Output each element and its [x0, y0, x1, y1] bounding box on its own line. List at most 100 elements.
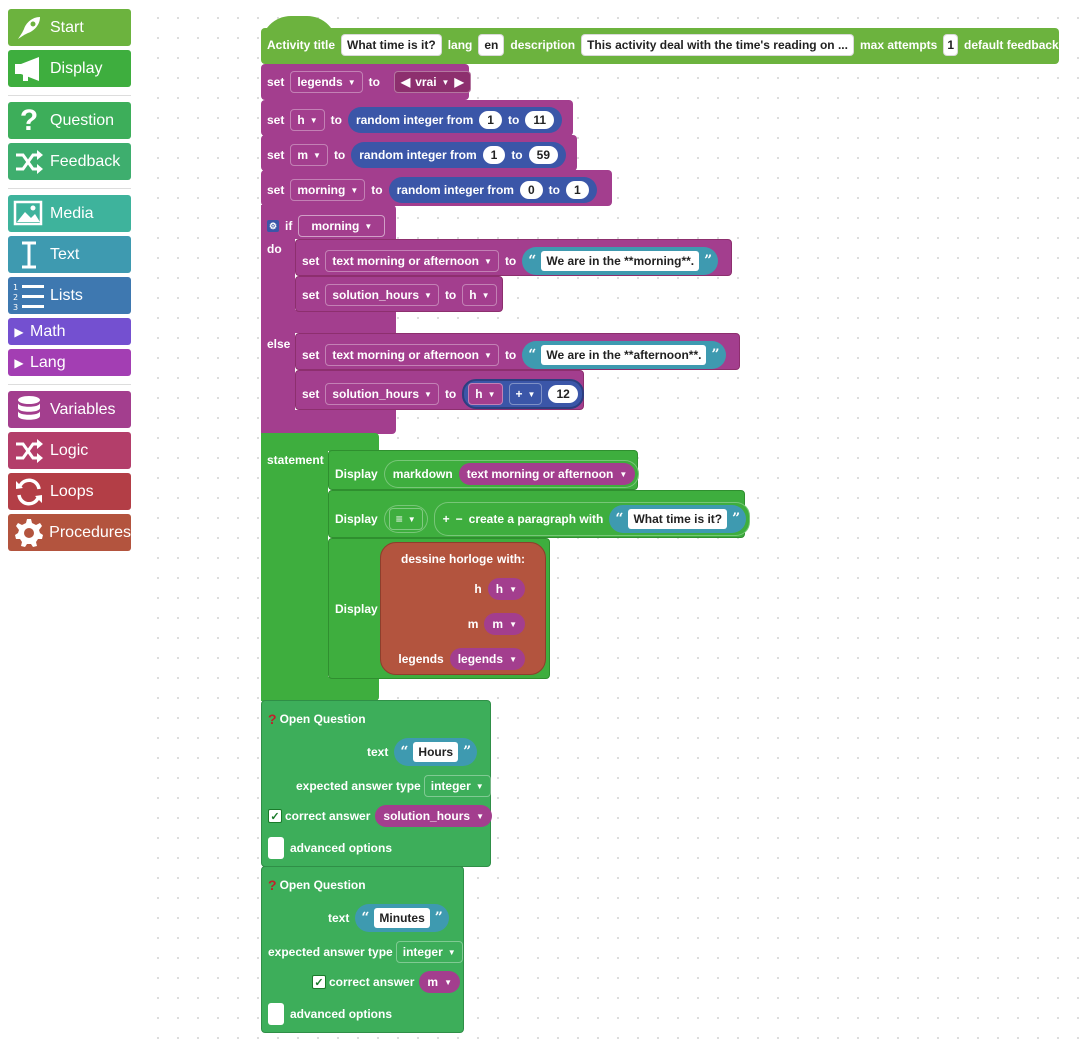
set-text-morning-block[interactable]: set text morning or afternoon▼ to “ We a…: [295, 239, 732, 276]
correct-answer-checkbox[interactable]: ✓: [312, 975, 326, 989]
string-block[interactable]: “ We are in the **afternoon**. ”: [522, 341, 726, 369]
number-field[interactable]: 11: [525, 111, 554, 129]
category-feedback[interactable]: Feedback: [8, 143, 131, 180]
align-dropdown[interactable]: ≡▼: [388, 508, 423, 530]
workspace[interactable]: Activity title What time is it? lang en …: [140, 0, 1087, 1045]
variable-dropdown[interactable]: solution_hours▼: [375, 805, 492, 827]
set-legends-block[interactable]: set legends▼ to ◀ vrai▼ ▶: [261, 64, 471, 100]
set-morning-block[interactable]: set morning▼ to random integer from 0 to…: [261, 170, 612, 206]
variable-dropdown[interactable]: text morning or afternoon▼: [325, 344, 499, 366]
category-text[interactable]: Text: [8, 236, 131, 273]
string-field[interactable]: We are in the **morning**.: [541, 251, 700, 271]
string-field[interactable]: We are in the **afternoon**.: [541, 345, 707, 365]
number-field[interactable]: 59: [528, 146, 558, 164]
variable-dropdown[interactable]: solution_hours▼: [325, 383, 439, 405]
number-field[interactable]: 1: [482, 146, 506, 164]
category-question[interactable]: ? Question: [8, 102, 131, 139]
set-text-afternoon-block[interactable]: set text morning or afternoon▼ to “ We a…: [295, 333, 740, 370]
string-field[interactable]: Minutes: [374, 908, 430, 928]
display-clock-block[interactable]: Display dessine horloge with: h h▼ m m▼ …: [328, 538, 550, 679]
answer-type-dropdown[interactable]: integer▼: [395, 941, 463, 963]
markdown-block[interactable]: markdown text morning or afternoon▼: [383, 460, 640, 488]
set-h-block[interactable]: set h▼ to random integer from 1 to 11: [261, 100, 573, 136]
random-integer-block[interactable]: random integer from 1 to 59: [351, 142, 566, 168]
string-block[interactable]: “ Hours ”: [394, 738, 478, 766]
activity-block[interactable]: Activity title What time is it? lang en …: [261, 16, 1081, 64]
variable-dropdown[interactable]: legends▼: [290, 71, 363, 93]
string-block[interactable]: “ What time is it? ”: [609, 505, 747, 533]
answer-type-dropdown[interactable]: integer▼: [423, 775, 491, 797]
number-field[interactable]: 0: [519, 181, 543, 199]
category-procedures[interactable]: Procedures: [8, 514, 131, 551]
string-block[interactable]: “ We are in the **morning**. ”: [522, 247, 719, 275]
morning-variable-dropdown[interactable]: morning▼: [298, 215, 386, 237]
set-m-block[interactable]: set m▼ to random integer from 1 to 59: [261, 135, 577, 171]
category-lang[interactable]: ▶ Lang: [8, 349, 131, 376]
max-attempts-field[interactable]: 1: [943, 34, 959, 56]
category-start[interactable]: Start: [8, 9, 131, 46]
category-loops[interactable]: Loops: [8, 473, 131, 510]
toolbox: Start Display ? Question Feedback Media …: [0, 0, 140, 1045]
default-feedback-field[interactable]: [1064, 34, 1081, 56]
triangle-right-icon: ▶: [14, 355, 24, 370]
display-keyword: Display: [335, 512, 378, 526]
advanced-options-checkbox[interactable]: [268, 1003, 284, 1025]
variable-dropdown[interactable]: h▼: [468, 383, 503, 405]
variable-dropdown[interactable]: solution_hours▼: [325, 284, 439, 306]
variable-dropdown[interactable]: text morning or afternoon▼: [325, 250, 499, 272]
variable-dropdown[interactable]: h▼: [487, 578, 525, 600]
variable-dropdown[interactable]: m▼: [290, 144, 328, 166]
vrai-dropdown[interactable]: ◀ vrai▼ ▶: [393, 71, 471, 93]
add-item-button[interactable]: +: [442, 512, 450, 526]
advanced-options-checkbox[interactable]: [268, 837, 284, 859]
chevron-down-icon: ▼: [313, 150, 321, 160]
variable-dropdown[interactable]: m▼: [484, 613, 525, 635]
set-solution-hours-block[interactable]: set solution_hours▼ to h▼ +▼ 12: [295, 370, 584, 410]
chevron-down-icon: ▼: [481, 290, 490, 300]
set-keyword: set: [267, 148, 285, 162]
activity-title-label: Activity title: [267, 38, 336, 52]
string-field[interactable]: What time is it?: [628, 509, 728, 529]
open-question-hours-block[interactable]: ? Open Question text “ Hours ” expected …: [261, 700, 492, 867]
variable-dropdown[interactable]: legends▼: [449, 648, 525, 670]
paragraph-block[interactable]: + − create a paragraph with “ What time …: [433, 502, 751, 536]
variable-dropdown[interactable]: morning▼: [290, 179, 366, 201]
gear-icon[interactable]: ⚙: [267, 220, 279, 232]
display-paragraph-block[interactable]: Display ≡▼ + − create a paragraph with “…: [328, 490, 751, 538]
set-keyword: set: [302, 348, 320, 362]
open-question-minutes-block[interactable]: ? Open Question text “ Minutes ” expecte…: [261, 866, 464, 1033]
arithmetic-block[interactable]: h▼ +▼ 12: [462, 379, 584, 409]
category-display[interactable]: Display: [8, 50, 131, 87]
display-markdown-block[interactable]: Display markdown text morning or afterno…: [328, 450, 640, 490]
string-field[interactable]: Hours: [413, 742, 459, 762]
category-label: Lang: [30, 353, 66, 371]
set-solution-hours-block[interactable]: set solution_hours▼ to h▼: [295, 276, 503, 312]
string-block[interactable]: “ Minutes ”: [355, 904, 449, 932]
number-field[interactable]: 1: [479, 111, 502, 129]
description-field[interactable]: This activity deal with the time's readi…: [581, 34, 854, 56]
statement-block[interactable]: statement Display markdown text morning …: [261, 433, 751, 701]
category-logic[interactable]: Logic: [8, 432, 131, 469]
variable-dropdown[interactable]: h▼: [462, 284, 497, 306]
variable-dropdown[interactable]: text morning or afternoon▼: [458, 463, 636, 485]
correct-answer-checkbox[interactable]: ✓: [268, 809, 282, 823]
text-cursor-icon: [12, 239, 46, 271]
random-integer-block[interactable]: random integer from 1 to 11: [347, 107, 562, 133]
random-integer-block[interactable]: random integer from 0 to 1: [388, 177, 597, 203]
activity-title-field[interactable]: What time is it?: [341, 34, 442, 56]
align-block[interactable]: ≡▼: [383, 505, 428, 533]
operator-dropdown[interactable]: +▼: [508, 383, 543, 405]
number-field[interactable]: 12: [548, 385, 578, 403]
category-variables[interactable]: Variables: [8, 391, 131, 428]
category-media[interactable]: Media: [8, 195, 131, 232]
variable-dropdown[interactable]: m▼: [419, 971, 460, 993]
variable-dropdown[interactable]: h▼: [290, 109, 325, 131]
number-field[interactable]: 1: [565, 181, 589, 199]
lang-field[interactable]: en: [478, 34, 505, 56]
draw-clock-block[interactable]: dessine horloge with: h h▼ m m▼ legends …: [380, 542, 546, 675]
if-else-block[interactable]: ⚙ if morning▼ do else set text morning o…: [261, 205, 740, 435]
shuffle-icon: [12, 435, 46, 467]
remove-item-button[interactable]: −: [455, 512, 463, 526]
category-math[interactable]: ▶ Math: [8, 318, 131, 345]
